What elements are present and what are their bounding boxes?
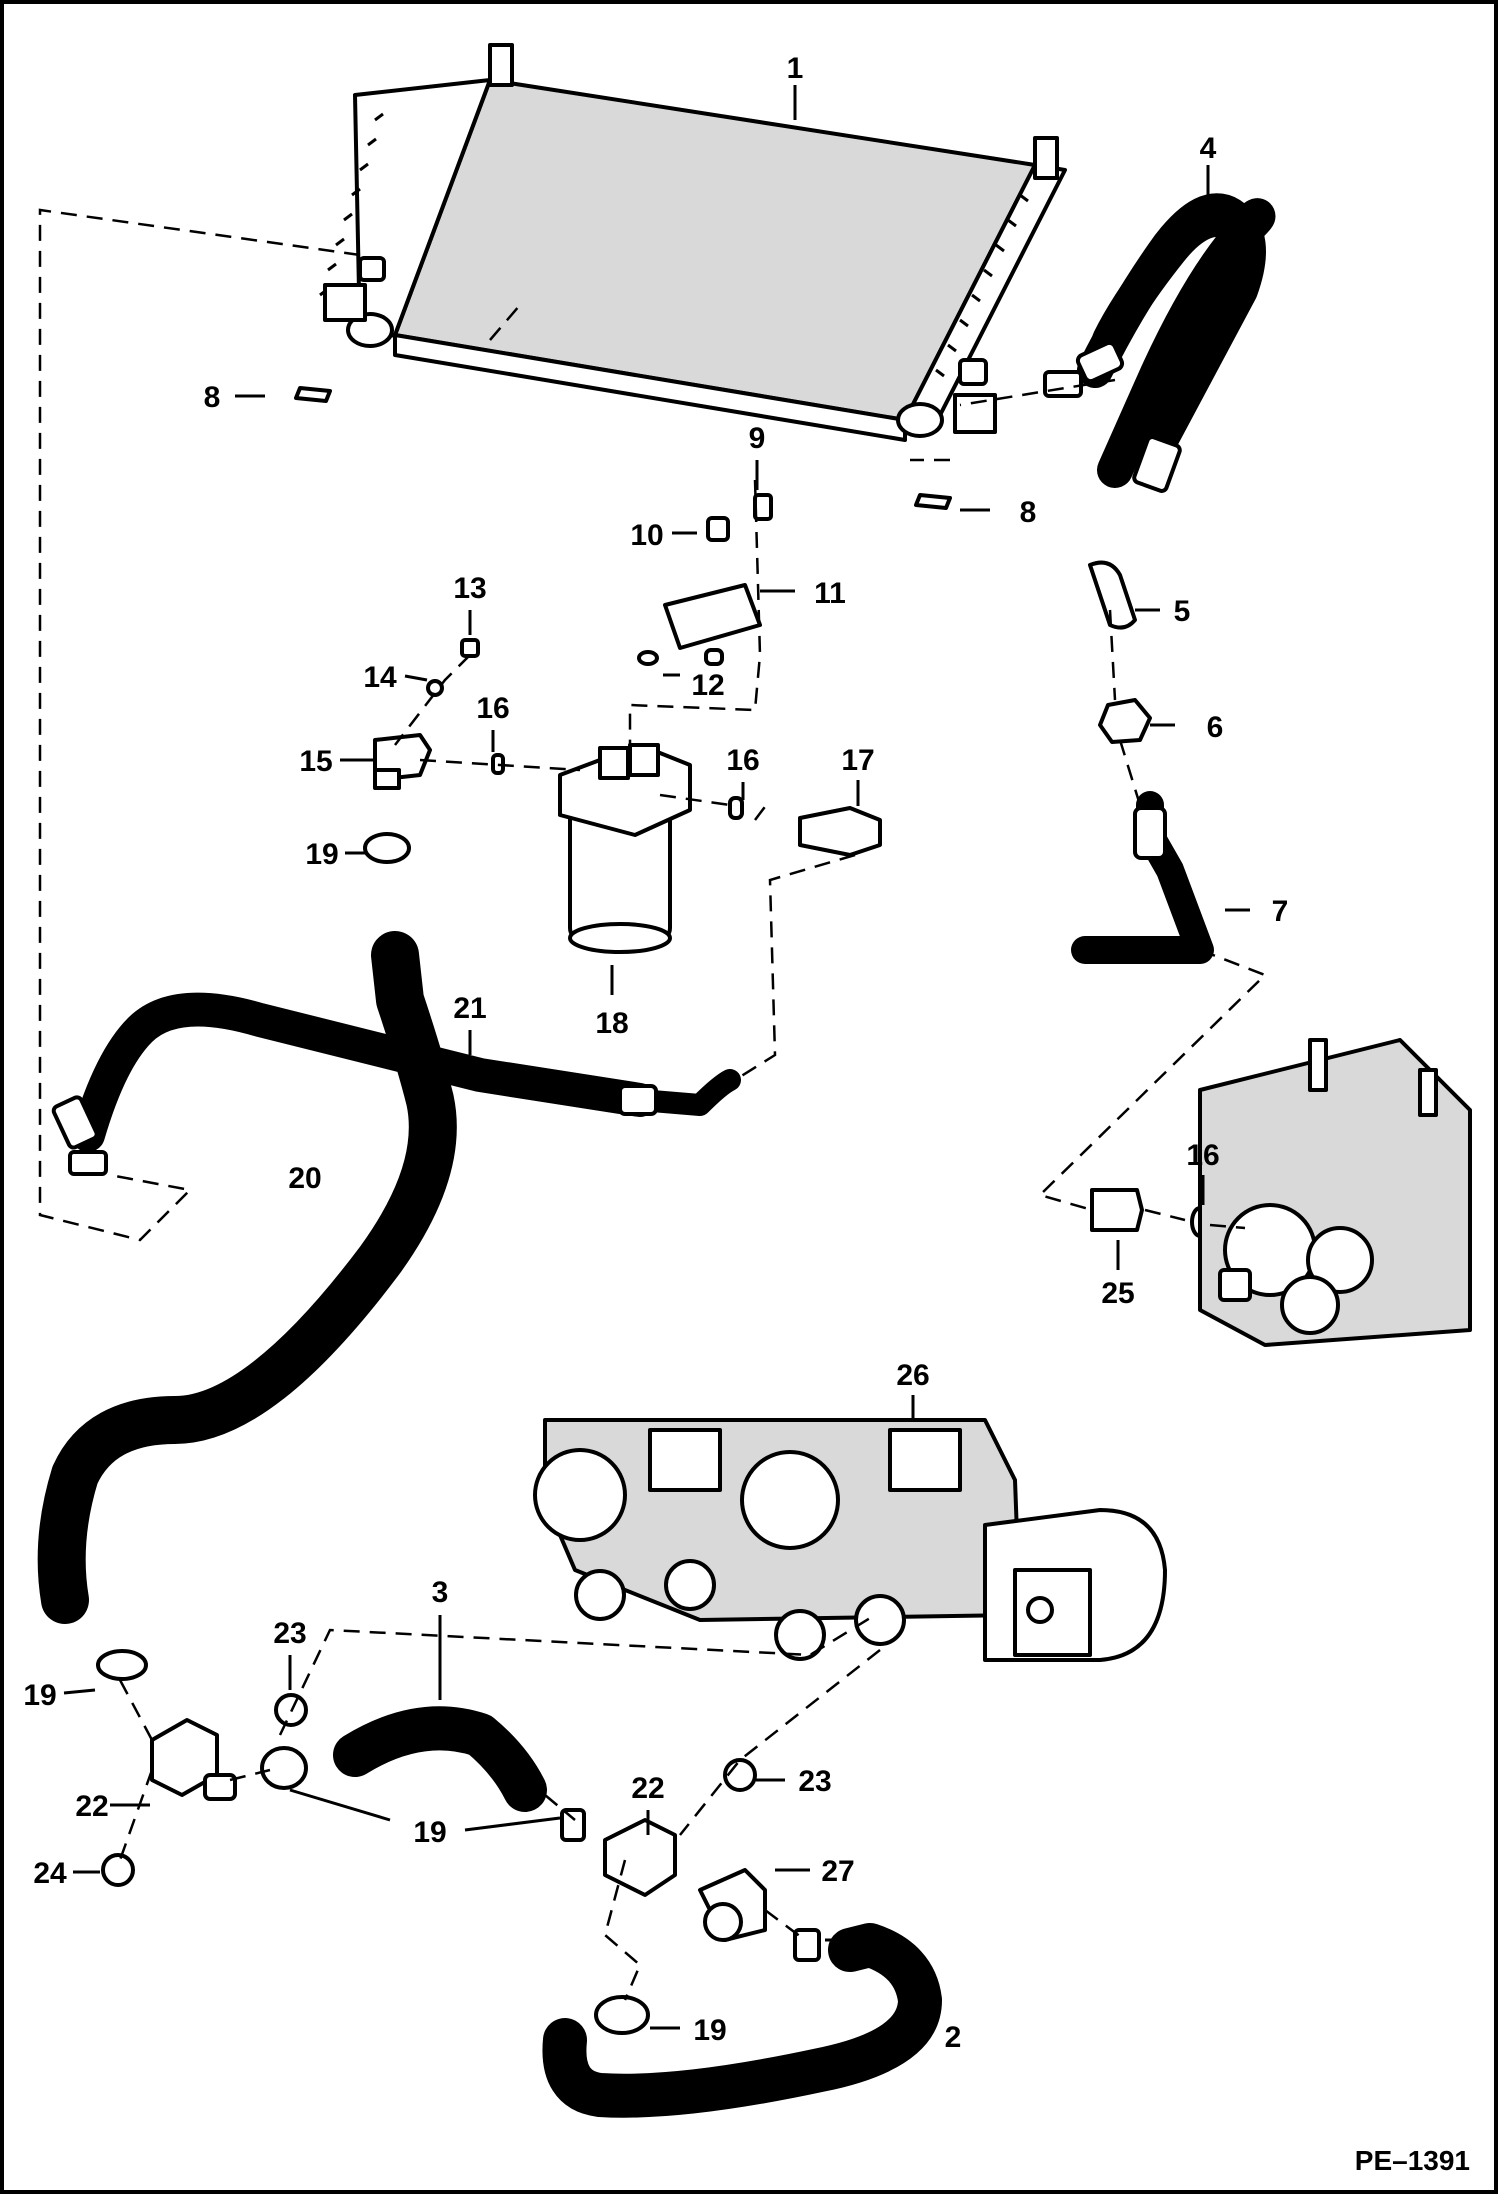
callout-19b: 19 (23, 1679, 56, 1712)
callout-3: 3 (432, 1576, 449, 1609)
callout-27: 27 (821, 1855, 854, 1888)
callout-23b: 23 (798, 1765, 831, 1798)
hose-20 (37, 931, 457, 1624)
fittings-15-17-19 (363, 733, 882, 864)
callout-7: 7 (1272, 895, 1289, 928)
callout-15: 15 (299, 745, 332, 778)
callout-labels: 1 4 8 8 9 10 11 12 13 14 15 16 16 16 17 … (23, 52, 1470, 2176)
callout-8b: 8 (1020, 496, 1037, 529)
callout-13: 13 (453, 572, 486, 605)
callout-19c: 19 (413, 1816, 446, 1849)
callout-12: 12 (691, 669, 724, 702)
callout-19a: 19 (305, 838, 338, 871)
callout-18: 18 (595, 1007, 628, 1040)
callout-16a: 16 (476, 692, 509, 725)
callout-19d: 19 (863, 1925, 896, 1958)
callout-16b: 16 (726, 744, 759, 777)
callout-1: 1 (787, 52, 804, 85)
callout-5: 5 (1174, 595, 1191, 628)
hose-4 (1043, 193, 1276, 493)
callout-9: 9 (749, 422, 766, 455)
callout-14: 14 (363, 661, 397, 694)
callout-17: 17 (841, 744, 874, 777)
callout-10: 10 (630, 519, 663, 552)
leader-lines (63, 85, 1250, 2037)
callout-16c: 16 (1186, 1139, 1219, 1172)
callout-20: 20 (288, 1162, 321, 1195)
callout-8a: 8 (204, 381, 221, 414)
control-valve-26 (533, 1418, 1167, 1662)
callout-6: 6 (1207, 711, 1224, 744)
callout-25: 25 (1101, 1277, 1134, 1310)
hose-3 (333, 1706, 547, 1812)
callout-4: 4 (1200, 132, 1217, 165)
callout-2: 2 (945, 2021, 962, 2054)
lower-fittings (96, 1649, 821, 2035)
callout-21: 21 (453, 992, 486, 1025)
hydraulic-pump (1198, 1038, 1472, 1347)
callout-24: 24 (33, 1857, 67, 1890)
filter-18 (558, 743, 692, 954)
callout-26: 26 (896, 1359, 929, 1392)
callout-22a: 22 (75, 1790, 108, 1823)
callout-19e: 19 (693, 2014, 726, 2047)
oil-cooler (319, 43, 1067, 442)
tube-7 (1071, 791, 1214, 964)
connection-lines (38, 208, 1268, 2001)
figure-code: PE–1391 (1355, 2145, 1470, 2176)
hose-2 (542, 1923, 942, 2118)
callout-22b: 22 (631, 1772, 664, 1805)
callout-11: 11 (814, 577, 846, 610)
callout-23a: 23 (273, 1617, 306, 1650)
